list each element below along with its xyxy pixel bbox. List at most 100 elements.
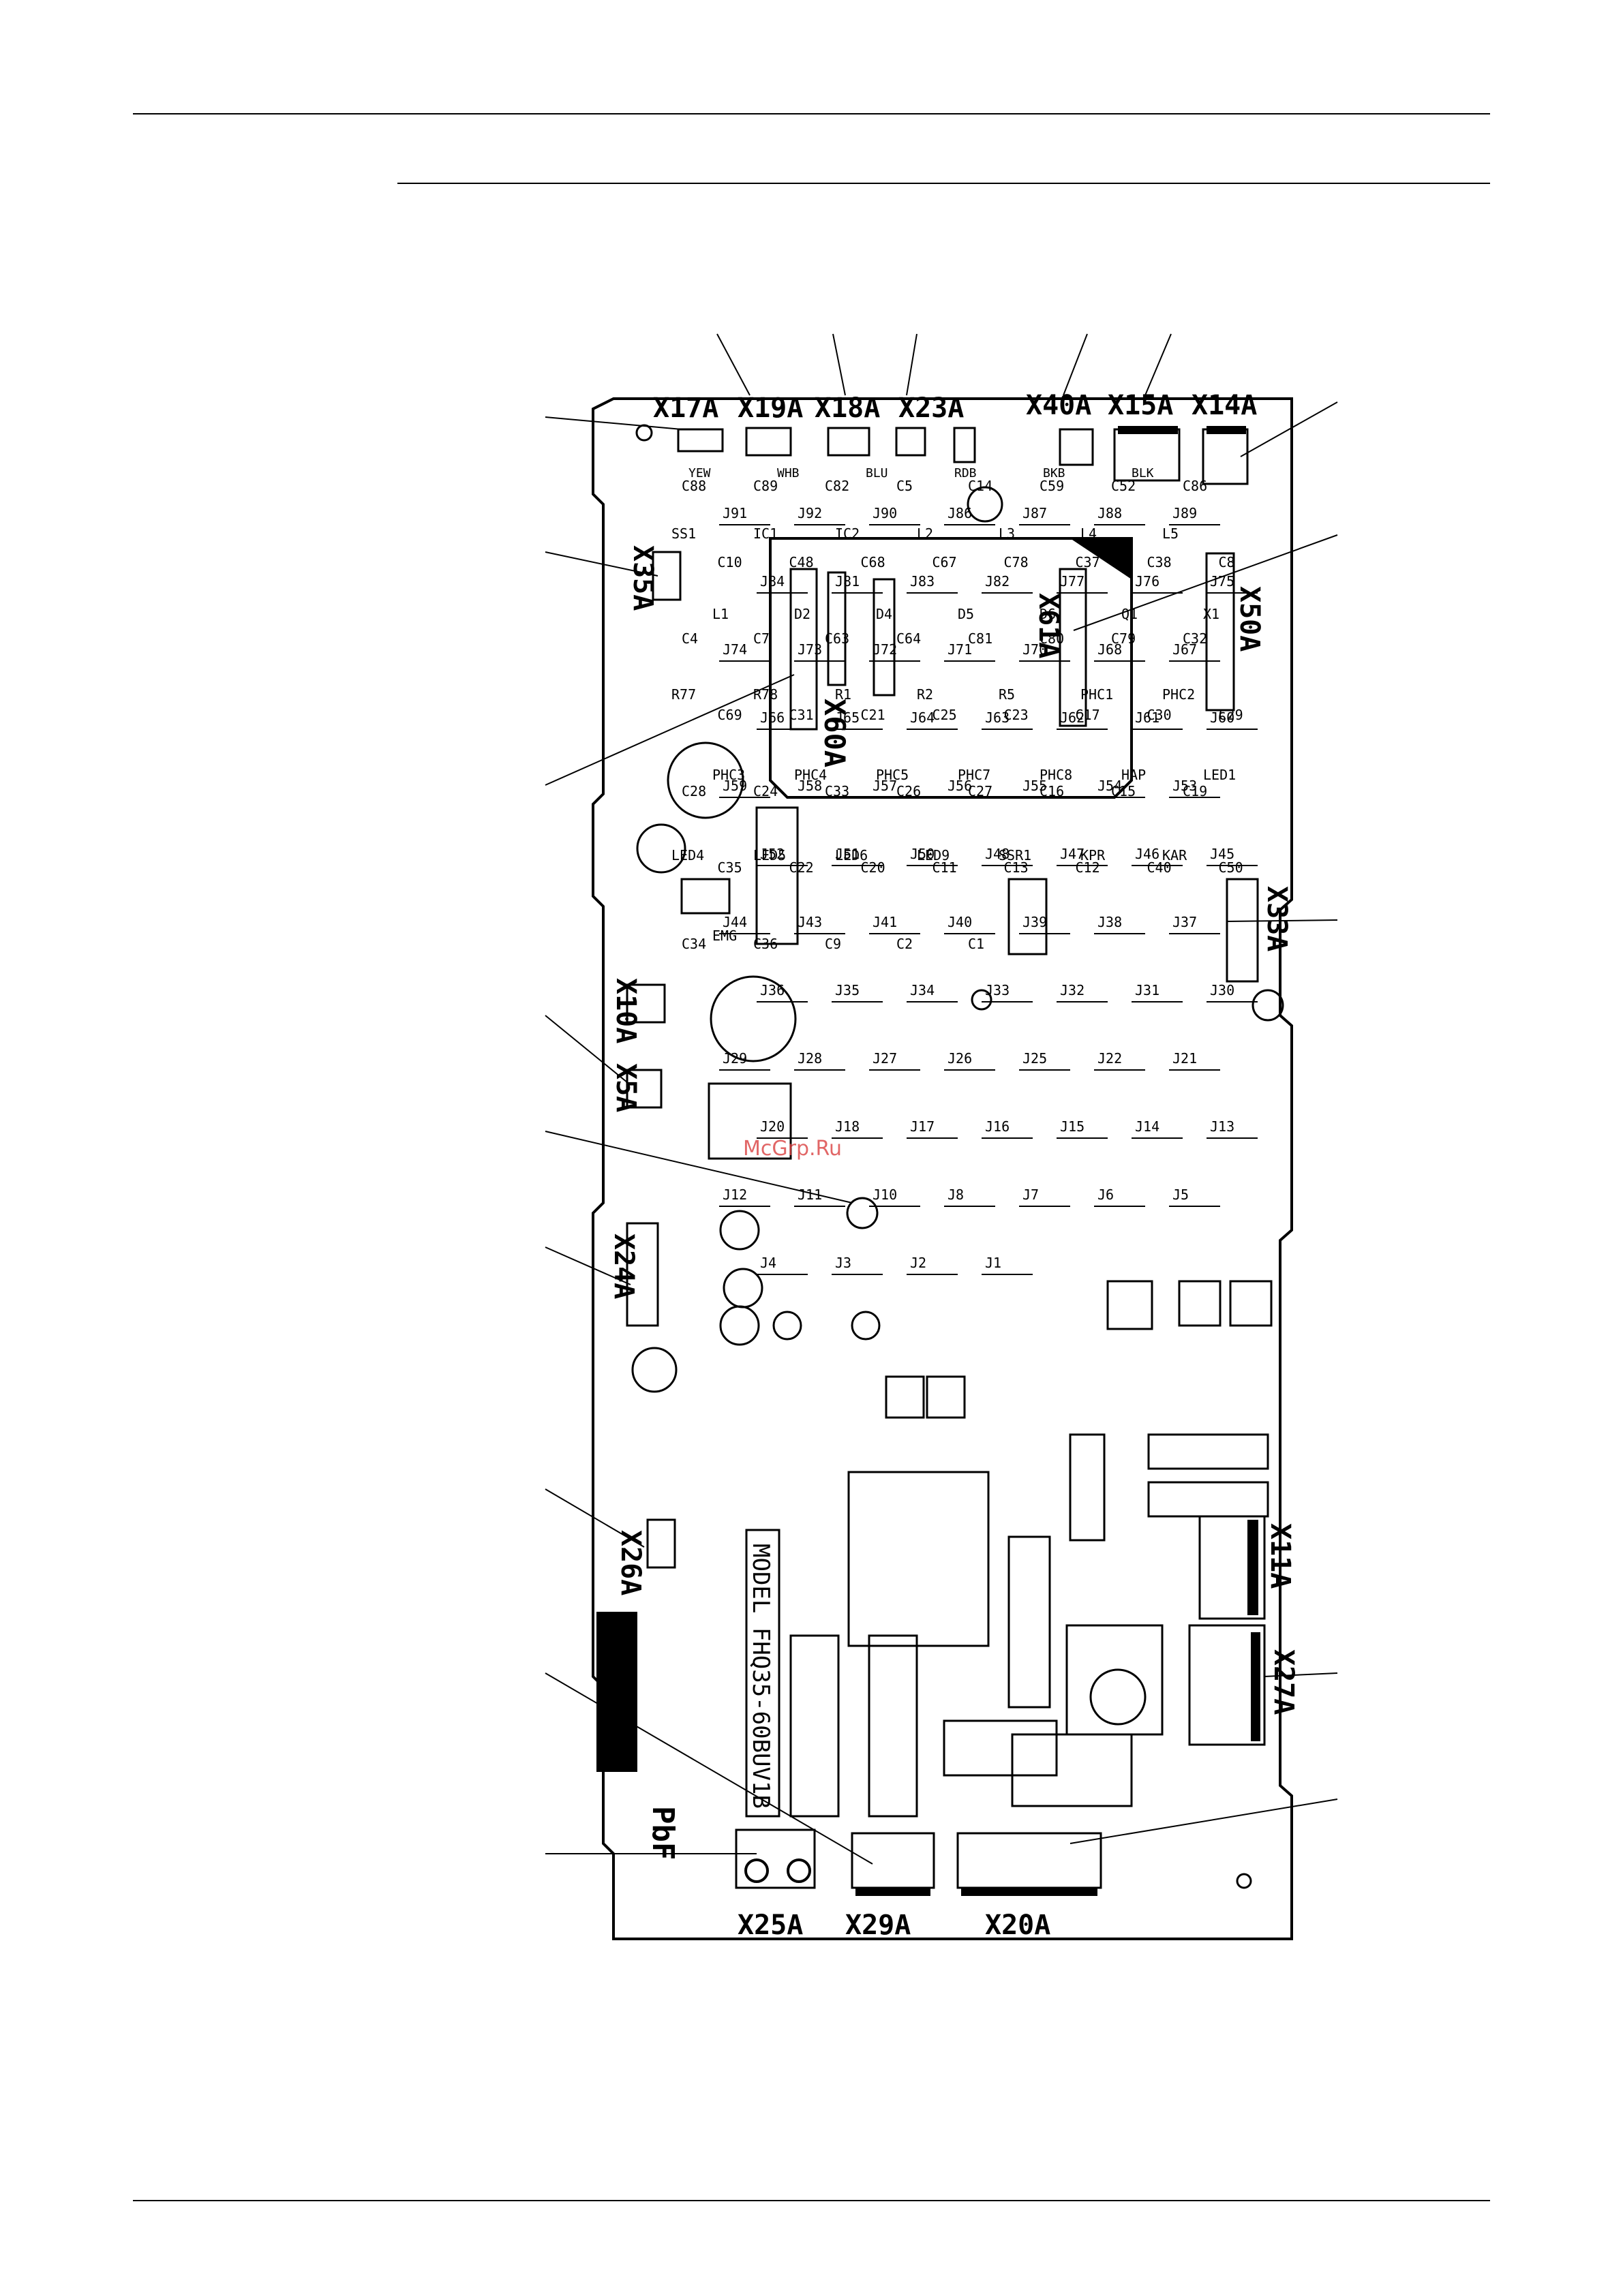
jumper-label: J52 — [760, 846, 785, 862]
part-label: R5 — [999, 686, 1015, 703]
part-label: R1 — [835, 686, 851, 703]
part-label: D2 — [794, 606, 810, 622]
part-label: LED9 — [917, 847, 950, 863]
jumper-label: J27 — [873, 1050, 897, 1067]
jumper-label: J17 — [910, 1118, 935, 1135]
jumper-label: J47 — [1060, 846, 1084, 862]
jumper-label: J26 — [947, 1050, 972, 1067]
capacitor-label: C79 — [1111, 630, 1136, 647]
jumper-label: J54 — [1097, 778, 1122, 794]
jumper-label: J8 — [947, 1187, 964, 1203]
capacitor-label: C31 — [789, 707, 814, 723]
capacitor-label: C69 — [718, 707, 742, 723]
wire-color-label: BLU — [866, 466, 888, 480]
capacitor-label: C34 — [682, 936, 706, 952]
part-label: PHC2 — [1162, 686, 1195, 703]
capacitor-label: C30 — [1147, 707, 1172, 723]
part-label: PHC4 — [794, 767, 827, 783]
x29a-header — [855, 1888, 930, 1896]
jumper-label: J62 — [1060, 709, 1084, 726]
capacitor-label: C38 — [1147, 554, 1172, 570]
jumper-label: J48 — [985, 846, 1010, 862]
part-label: D5 — [958, 606, 974, 622]
jumper-label: J43 — [798, 914, 822, 930]
jumper-label: J72 — [873, 641, 897, 658]
capacitor-label: C15 — [1111, 783, 1136, 799]
jumper-label: J81 — [835, 573, 860, 590]
jumper-label: J50 — [910, 846, 935, 862]
part-label: SS1 — [671, 525, 696, 542]
connector-label-x19a: X19A — [738, 393, 803, 424]
capacitor-label: C67 — [932, 554, 957, 570]
capacitor-label: C40 — [1147, 859, 1172, 876]
capacitor-label: C14 — [968, 478, 992, 494]
jumper-label: J28 — [798, 1050, 822, 1067]
capacitor-label: C26 — [896, 783, 921, 799]
capacitor-label: C82 — [825, 478, 849, 494]
connector-label-x29a: X29A — [845, 1910, 911, 1941]
part-label: PHC5 — [876, 767, 909, 783]
jumper-label: J44 — [723, 914, 747, 930]
capacitor-label: C28 — [682, 783, 706, 799]
part-label: R77 — [671, 686, 696, 703]
capacitor-label: C50 — [1219, 859, 1243, 876]
connector-label-x26a: X26A — [615, 1530, 646, 1595]
part-label: SSR1 — [999, 847, 1031, 863]
jumper-label: J34 — [910, 982, 935, 998]
wire-color-label: BLK — [1132, 466, 1154, 480]
jumper-label: J32 — [1060, 982, 1084, 998]
jumper-label: J3 — [835, 1255, 851, 1271]
part-label: PHC3 — [712, 767, 745, 783]
jumper-label: J67 — [1172, 641, 1197, 658]
jumper-label: J75 — [1210, 573, 1234, 590]
wire-color-label: YEW — [688, 466, 711, 480]
jumper-label: J14 — [1135, 1118, 1159, 1135]
part-label: IC2 — [835, 525, 860, 542]
jumper-label: J58 — [798, 778, 822, 794]
capacitor-label: C48 — [789, 554, 814, 570]
jumper-label: J40 — [947, 914, 972, 930]
jumper-label: J46 — [1135, 846, 1159, 862]
capacitor-label: C27 — [968, 783, 992, 799]
part-label: R78 — [753, 686, 778, 703]
capacitor-label: C80 — [1040, 630, 1064, 647]
x15a-header — [1118, 426, 1178, 434]
part-label: L3 — [999, 525, 1015, 542]
part-label: L5 — [1162, 525, 1179, 542]
capacitor-label: C35 — [718, 859, 742, 876]
jumper-label: J5 — [1172, 1187, 1189, 1203]
capacitor-label: C24 — [753, 783, 778, 799]
jumper-label: J1 — [985, 1255, 1001, 1271]
mounting-hole — [635, 424, 653, 442]
jumper-label: J63 — [985, 709, 1010, 726]
module-label: X60A — [818, 699, 851, 767]
capacitor-label: C78 — [1004, 554, 1029, 570]
capacitor-label: C11 — [932, 859, 957, 876]
x25a-pin — [744, 1858, 769, 1883]
header-rule-bottom — [397, 183, 1490, 184]
connector-label-x33a: X33A — [1261, 886, 1292, 951]
capacitor-label: C64 — [896, 630, 921, 647]
left-connectors — [626, 551, 682, 1569]
connector-label-x23a: X23A — [898, 393, 964, 424]
capacitor-label: C13 — [1004, 859, 1029, 876]
part-label: L2 — [917, 525, 933, 542]
jumper-label: J68 — [1097, 641, 1122, 658]
x20a-header — [961, 1888, 1097, 1896]
connector-label-x35a: X35A — [627, 545, 658, 611]
jumper-label: J35 — [835, 982, 860, 998]
capacitor-label: C32 — [1183, 630, 1207, 647]
watermark: McGrp.Ru — [743, 1137, 842, 1161]
jumper-label: J91 — [723, 505, 747, 521]
components — [631, 486, 1284, 1818]
part-label: D4 — [876, 606, 892, 622]
jumper-label: J10 — [873, 1187, 897, 1203]
capacitor-label: C37 — [1076, 554, 1100, 570]
jumper-label: J61 — [1135, 709, 1159, 726]
capacitor-label: C36 — [753, 936, 778, 952]
capacitor-label: C1 — [968, 936, 984, 952]
connector-label-x40a: X40A — [1026, 390, 1091, 421]
x11a-edge — [1247, 1520, 1258, 1615]
